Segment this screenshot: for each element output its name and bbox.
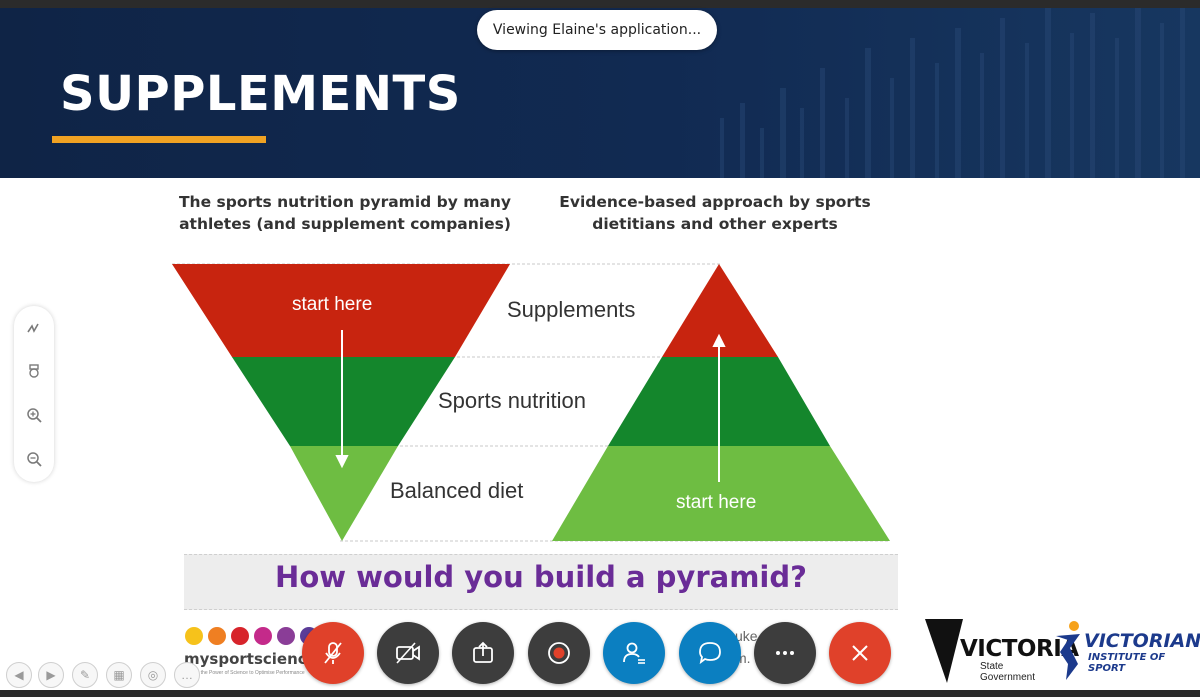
zoom-icon[interactable]: ◎	[140, 662, 166, 688]
previous-slide-icon[interactable]: ◀	[6, 662, 32, 688]
slide-header-banner: SUPPLEMENTS	[0, 8, 1200, 178]
question-band	[184, 554, 898, 610]
next-slide-icon[interactable]: ▶	[38, 662, 64, 688]
video-off-icon	[396, 642, 420, 664]
more-slide-options-icon[interactable]: …	[174, 662, 200, 688]
down-arrow-head	[335, 455, 349, 469]
pointer-icon[interactable]	[24, 362, 44, 382]
viewing-application-indicator[interactable]: Viewing Elaine's application...	[477, 10, 717, 50]
slides-grid-icon[interactable]: ▦	[106, 662, 132, 688]
victoria-logo-text: VICTORIA	[960, 636, 1079, 662]
zoom-out-icon[interactable]	[24, 450, 44, 470]
pen-icon[interactable]: ✎	[72, 662, 98, 688]
more-options-button[interactable]	[754, 622, 816, 684]
annotate-icon[interactable]	[24, 320, 44, 340]
share-button[interactable]	[452, 622, 514, 684]
title-underline	[52, 136, 266, 143]
partial-footer-text: uke	[735, 628, 758, 644]
slide-title: SUPPLEMENTS	[60, 66, 461, 122]
decorative-bars-graphic	[720, 8, 1185, 178]
leave-meeting-button[interactable]	[829, 622, 891, 684]
record-button[interactable]	[528, 622, 590, 684]
victoria-logo-subtext: State Government	[980, 661, 1036, 683]
record-icon	[548, 642, 570, 664]
inverted-pyramid-sports-nutrition-tier	[232, 357, 455, 446]
start-here-right-label: start here	[676, 492, 757, 513]
inverted-pyramid-supplements-tier	[172, 264, 510, 357]
mysportscience-tagline: Unlock the Power of Science to Optimise …	[184, 670, 305, 676]
level-label-balanced-diet: Balanced diet	[390, 478, 524, 503]
video-button[interactable]	[377, 622, 439, 684]
level-label-supplements: Supplements	[507, 297, 636, 322]
bottom-frame-strip	[0, 690, 1200, 697]
participants-button[interactable]	[603, 622, 665, 684]
inverted-pyramid-balanced-diet-tier	[290, 446, 398, 541]
mute-microphone-button[interactable]	[302, 622, 364, 684]
chat-icon	[699, 642, 721, 665]
participants-icon	[623, 642, 645, 664]
zoom-in-icon[interactable]	[24, 406, 44, 426]
pyramid-supplements-tier	[662, 264, 778, 357]
share-icon	[473, 641, 493, 663]
close-icon	[852, 645, 868, 661]
mysportscience-logo-text: mysportscienc	[184, 650, 307, 668]
microphone-off-icon	[324, 642, 342, 664]
level-label-sports-nutrition: Sports nutrition	[438, 388, 586, 413]
left-pyramid-heading: The sports nutrition pyramid by many ath…	[178, 193, 511, 233]
victoria-state-logo-mark	[925, 619, 963, 683]
chat-button[interactable]	[679, 622, 741, 684]
annotation-toolbar	[14, 306, 54, 482]
top-frame-strip	[0, 0, 1200, 8]
pyramid-balanced-diet-tier	[552, 446, 890, 541]
question-text: How would you build a pyramid?	[275, 560, 807, 594]
vis-logo-subtext: INSTITUTE OF SPORT	[1088, 652, 1166, 674]
more-icon	[776, 651, 794, 655]
up-arrow-head	[712, 333, 726, 347]
vis-logo-text: VICTORIAN	[1084, 630, 1200, 652]
right-pyramid-heading: Evidence-based approach by sports dietit…	[559, 193, 871, 233]
vis-logo-figure	[1056, 621, 1080, 680]
start-here-left-label: start here	[292, 294, 373, 315]
mysportscience-logo-dots	[185, 627, 318, 645]
